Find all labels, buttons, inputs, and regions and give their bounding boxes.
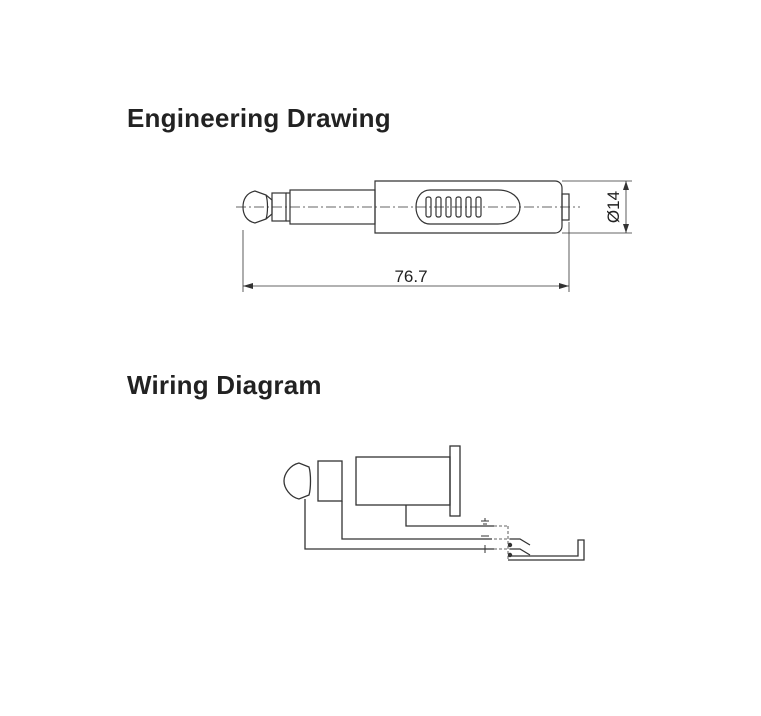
wiring-plug-flange [449,445,461,517]
plug-ring [271,192,287,222]
grip-slot [435,196,442,218]
wiring-plug-sleeve [355,456,451,506]
wiring-plug-ring [317,460,343,502]
switch-contact-tip [510,548,531,556]
grip-slot [475,196,482,218]
contact-dot [507,552,513,558]
engineering-drawing-title: Engineering Drawing [127,103,391,133]
wire-sleeve [405,505,494,527]
length-dimension-label: 76.7 [394,267,427,286]
wire-tip [304,499,494,550]
grip-slot [465,196,472,218]
plug-tip [242,190,269,224]
diameter-dimension-label: Ø14 [604,191,623,223]
jack-frame [508,539,585,561]
wiring-plug-tip [283,462,312,500]
wire-ring [341,501,492,540]
contact-dot [507,542,513,548]
wiring-diagram-title: Wiring Diagram [127,370,322,400]
switch-contact-ring [510,538,531,546]
grip-slot [425,196,432,218]
grip-oval [415,189,521,225]
end-cap [561,193,570,221]
plug-handle [374,180,563,234]
grip-slot [445,196,452,218]
grip-slot [455,196,462,218]
